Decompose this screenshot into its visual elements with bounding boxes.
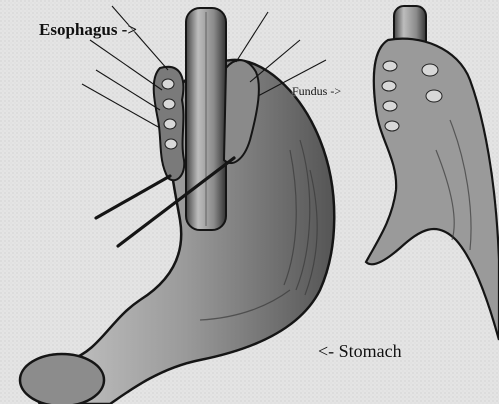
esophagus-label: Esophagus -> — [39, 20, 137, 40]
stomach-label: <- Stomach — [318, 341, 402, 362]
duodenum-bulb — [20, 354, 104, 404]
fundus-label: Fundus -> — [292, 84, 341, 99]
